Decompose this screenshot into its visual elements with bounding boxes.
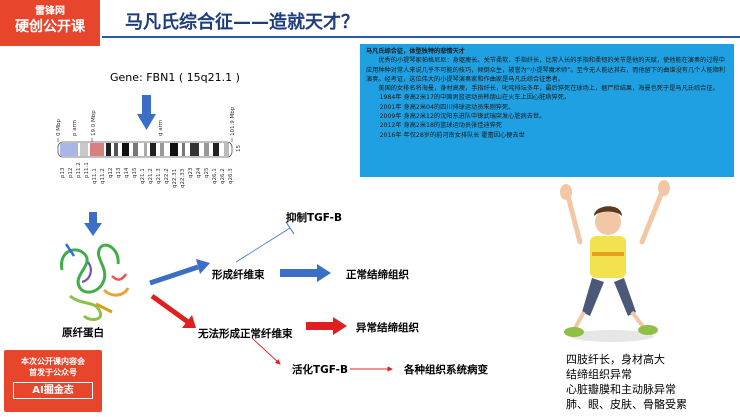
tick-label-q-arm: q arm xyxy=(158,120,164,136)
textbox-event: 2016年 年仅28岁的前河南女排队长 霍蕾因心梗去世 xyxy=(379,131,525,139)
textbox-heading: 马凡氏综合征，体型独特的悲情天才 xyxy=(366,48,465,55)
logo-line-1: 雷锋网 xyxy=(35,6,65,17)
band-label: q22.33 xyxy=(180,168,186,188)
arrow-fibers-to-normal xyxy=(280,264,331,282)
symptom-item: 心脏瓣膜和主动脉异常 xyxy=(566,383,676,396)
band-label: q22.31 xyxy=(172,169,178,188)
band-label: q23 xyxy=(188,167,194,178)
protein-pointer-arrow xyxy=(84,212,102,236)
band-label: q12 xyxy=(108,168,114,179)
case-history-textbox: 马凡氏综合征，体型独特的悲情天才 优秀的小提琴家帕格尼尼：身躯瘦长、关节柔软、手… xyxy=(360,44,734,177)
band-label: p13 xyxy=(60,167,66,178)
chromosome-top-labels: 0 Mbp p arm 19.0 Mbp q arm 101.9 Mbp xyxy=(56,106,236,142)
gene-pointer-arrow xyxy=(137,95,156,130)
band-label: q15 xyxy=(132,167,138,178)
gene-label: Gene: FBN1 ( 15q21.1 ) xyxy=(110,71,240,84)
symptom-item: 结缔组织异常 xyxy=(566,368,632,381)
band-label: q21.1 xyxy=(140,168,146,184)
textbox-event: 2009年 身高2米12的沈阳东进队中锋武瑞突发心脏病去世。 xyxy=(379,113,546,121)
band-label: q14 xyxy=(124,167,130,178)
tick-label-p-arm: p arm xyxy=(72,120,78,136)
textbox-paragraph-1: 优秀的小提琴家帕格尼尼：身躯瘦长、关节柔软、手指纤长，比常人长的手指和柔韧的关节… xyxy=(366,57,726,83)
chromosome-band-labels: p13 p12 p11.2 p11.1 q11.1 q11.2 q12 q13 … xyxy=(60,162,234,188)
brand-logo: 雷锋网 硬创公开课 xyxy=(0,0,100,46)
chromosome-number: 15 xyxy=(236,145,242,152)
band-label: q24 xyxy=(196,167,202,178)
band-label: p11.2 xyxy=(76,162,82,178)
band-label: q22.2 xyxy=(164,168,170,184)
band-label: q26.3 xyxy=(228,168,234,184)
symptom-item: 肺、眼、皮肤、骨骼受累 xyxy=(566,398,687,411)
node-no-fibers: 无法形成正常纤维束 xyxy=(198,328,293,340)
textbox-event: 2012年 身高2米18的篮球运动员张佳迪猝死 xyxy=(379,122,502,130)
fibrillin-protein-structure xyxy=(60,243,130,321)
symptom-item: 四肢纤长，身材高大 xyxy=(566,353,665,366)
arrow-no-fibers-to-abnormal xyxy=(306,317,347,335)
band-label: q26.2 xyxy=(220,168,226,184)
node-system-lesions: 各种组织系统病变 xyxy=(404,364,488,376)
node-abnormal-tissue: 异常结缔组织 xyxy=(356,322,419,334)
band-label: q21.3 xyxy=(156,168,162,184)
arrow-protein-to-no-fibers xyxy=(150,293,196,328)
promo-line-2: 首发于公众号 xyxy=(29,368,77,377)
tall-thin-person-illustration xyxy=(560,180,670,342)
chromosome-15-ideogram: 15 xyxy=(57,141,242,158)
node-activate-tgfb: 活化TGF-B xyxy=(292,364,348,376)
tick-label-0mbp: 0 Mbp xyxy=(56,119,62,136)
tick-label-101mbp: 101.9 Mbp xyxy=(230,106,236,136)
inhibit-line-tgfb xyxy=(235,221,295,263)
title-divider xyxy=(102,36,740,38)
textbox-event: 2001年 身高2米04的四川排球运动员朱刚猝死。 xyxy=(379,103,515,111)
band-label: p12 xyxy=(68,168,74,179)
arrow-protein-to-fibers xyxy=(149,259,210,286)
band-label: q25 xyxy=(204,167,210,178)
band-label: q13 xyxy=(116,167,122,178)
band-label: q26.1 xyxy=(212,168,218,184)
promo-line-1: 本次公开课内容会 xyxy=(21,357,85,366)
band-label: q21.2 xyxy=(148,168,154,184)
tick-label-19mbp: 19.0 Mbp xyxy=(91,110,97,136)
promo-account-name: AI掘金志 xyxy=(13,382,93,399)
symptom-list: 四肢纤长，身材高大 结缔组织异常 心脏瓣膜和主动脉异常 肺、眼、皮肤、骨骼受累 xyxy=(566,352,687,412)
logo-line-2: 硬创公开课 xyxy=(15,19,85,35)
textbox-paragraph-2: 美国的女排名将海曼，身材高瘦，手指纤长，叱咤排坛多年，最后猝死在球场上，据尸检结… xyxy=(378,85,719,93)
promo-badge: 本次公开课内容会 首发于公众号 AI掘金志 xyxy=(4,350,102,412)
band-label: q11.2 xyxy=(100,168,106,184)
node-normal-tissue: 正常结缔组织 xyxy=(346,269,409,281)
node-forms-fibers: 形成纤维束 xyxy=(212,269,265,281)
band-label: p11.1 xyxy=(84,162,90,178)
arrow-no-fibers-to-tgfb xyxy=(251,337,281,365)
textbox-event: 1984年 身高2米17的中国男篮运动员韩朋山在火车上因心脏病猝死。 xyxy=(379,94,571,102)
node-protein-label: 原纤蛋白 xyxy=(62,327,104,339)
node-suppress-tgfb: 抑制TGF-B xyxy=(286,212,342,224)
band-label: q11.1 xyxy=(92,168,98,184)
slide-title: 马凡氏综合征——造就天才？ xyxy=(125,12,359,33)
